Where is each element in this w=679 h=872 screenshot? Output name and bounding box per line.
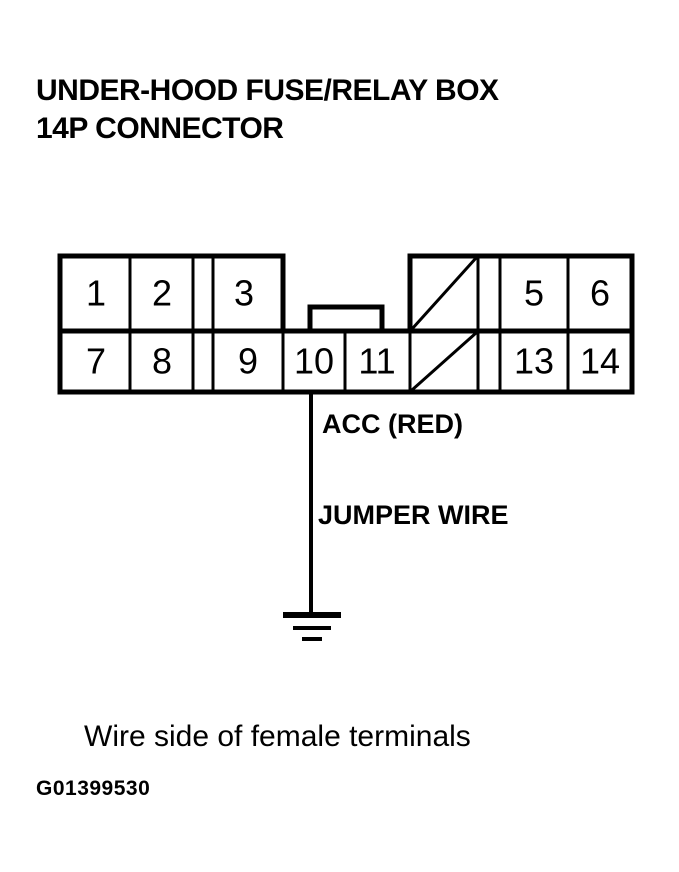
title-line-2: 14P CONNECTOR (36, 112, 284, 145)
pin-label-5: 5 (524, 273, 544, 314)
figure-id: G01399530 (36, 777, 151, 800)
pin-label-13: 13 (514, 341, 554, 382)
pin-label-14: 14 (580, 341, 620, 382)
figure-title: UNDER-HOOD FUSE/RELAY BOX 14P CONNECTOR (36, 72, 656, 148)
pin-label-10: 10 (294, 341, 334, 382)
figure-caption: Wire side of female terminals (84, 720, 471, 753)
pin-label-11: 11 (358, 341, 395, 382)
pin-label-6: 6 (590, 273, 610, 314)
blank-cavity-slash-top (410, 256, 478, 331)
pin-label-1: 1 (86, 273, 106, 314)
locking-tab-notch-icon (307, 304, 385, 333)
pin-label-2: 2 (152, 273, 172, 314)
jumper-wire-label: JUMPER WIRE (318, 500, 509, 530)
acc-wire-label: ACC (RED) (322, 409, 463, 439)
blank-cavity-slash-bottom (411, 331, 477, 392)
pin-label-7: 7 (86, 341, 106, 382)
title-line-1: UNDER-HOOD FUSE/RELAY BOX (36, 74, 499, 107)
pin-label-3: 3 (234, 273, 254, 314)
pin-label-9: 9 (238, 341, 258, 382)
pin-label-8: 8 (152, 341, 172, 382)
